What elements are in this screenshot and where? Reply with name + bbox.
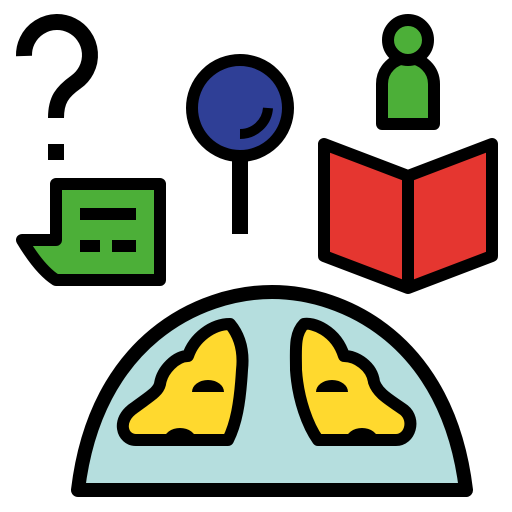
left-continent: [117, 318, 249, 446]
right-continent: [289, 317, 417, 446]
globe-half-icon: [71, 285, 473, 497]
chat-bubble-icon: [16, 178, 166, 286]
question-mark-icon: [15, 14, 98, 160]
open-book-icon: [318, 138, 498, 294]
map-pin-icon: [186, 54, 294, 234]
person-icon: [376, 14, 440, 130]
